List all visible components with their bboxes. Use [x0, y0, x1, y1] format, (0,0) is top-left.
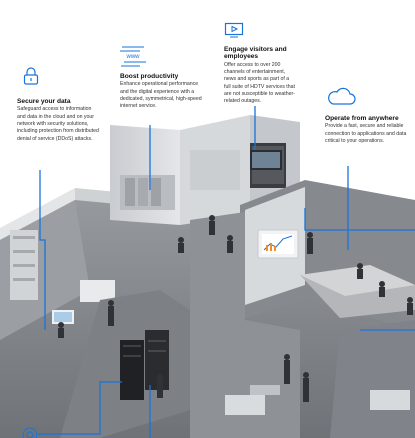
secure-data-body: Safeguard access to information and data… — [17, 106, 99, 142]
svg-text:www: www — [126, 54, 141, 60]
meeting-room — [240, 180, 415, 330]
boost-productivity-body: Enhance operational performance and the … — [120, 81, 202, 110]
engage-body: Offer access to over 200 channels of ent… — [224, 61, 295, 105]
tv-screen — [250, 150, 282, 170]
connector-lines — [38, 106, 415, 438]
cloud-icon — [328, 87, 356, 105]
people — [58, 215, 413, 402]
operate-title: Operate from anywhere — [325, 115, 399, 122]
engage-title: Engage visitors and employees — [224, 46, 287, 61]
operate-callout: Operate from anywhere Provide a fast, se… — [325, 115, 413, 145]
operate-body: Provide a fast, secure and reliable conn… — [325, 123, 407, 144]
network-icon — [22, 427, 38, 438]
server-room — [60, 290, 190, 438]
secure-data-callout: Secure your data Safeguard access to inf… — [17, 98, 99, 143]
secure-data-title: Secure your data — [17, 98, 71, 105]
lock-icon — [23, 67, 39, 85]
engage-callout: Engage visitors and employees Offer acce… — [224, 46, 296, 106]
boost-productivity-title: Boost productivity — [120, 73, 179, 80]
boost-productivity-callout: Boost productivity Enhance operational p… — [120, 73, 206, 111]
tv-play-icon — [224, 22, 244, 38]
open-space — [190, 212, 415, 438]
www-speed-icon: www — [120, 46, 146, 67]
